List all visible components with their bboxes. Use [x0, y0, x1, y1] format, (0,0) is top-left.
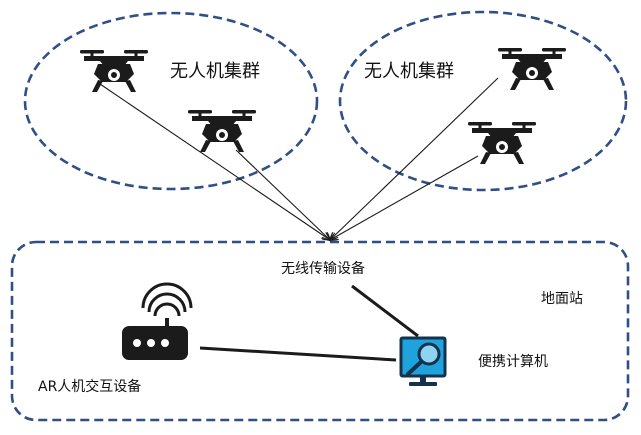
link-arrow-drone-4 [330, 155, 479, 240]
cluster-label-right: 无人机集群 [364, 61, 454, 82]
drone-icon [80, 50, 148, 92]
ground-station-label: 地面站 [541, 291, 583, 307]
ar-device-label: AR人机交互设备 [38, 379, 142, 395]
link-arrow-drone-3 [330, 77, 499, 240]
ground-station-boundary [10, 240, 630, 422]
drone-icon [498, 48, 566, 90]
cluster-boundary-right [338, 10, 628, 192]
link-wireless-to-computer [351, 284, 419, 338]
cluster-boundary-left [23, 11, 319, 191]
link-arrow-drone-2 [235, 149, 330, 240]
drone-icon [188, 110, 256, 152]
wireless-device-label: 无线传输设备 [281, 261, 365, 277]
portable-computer-label: 便携计算机 [478, 354, 548, 370]
router-icon [122, 282, 193, 360]
drone-icon [468, 122, 536, 164]
cluster-label-left: 无人机集群 [170, 61, 260, 82]
computer-monitor-icon [399, 336, 447, 386]
link-arrow-drone-1 [99, 83, 330, 240]
link-ar-to-computer [199, 346, 397, 362]
